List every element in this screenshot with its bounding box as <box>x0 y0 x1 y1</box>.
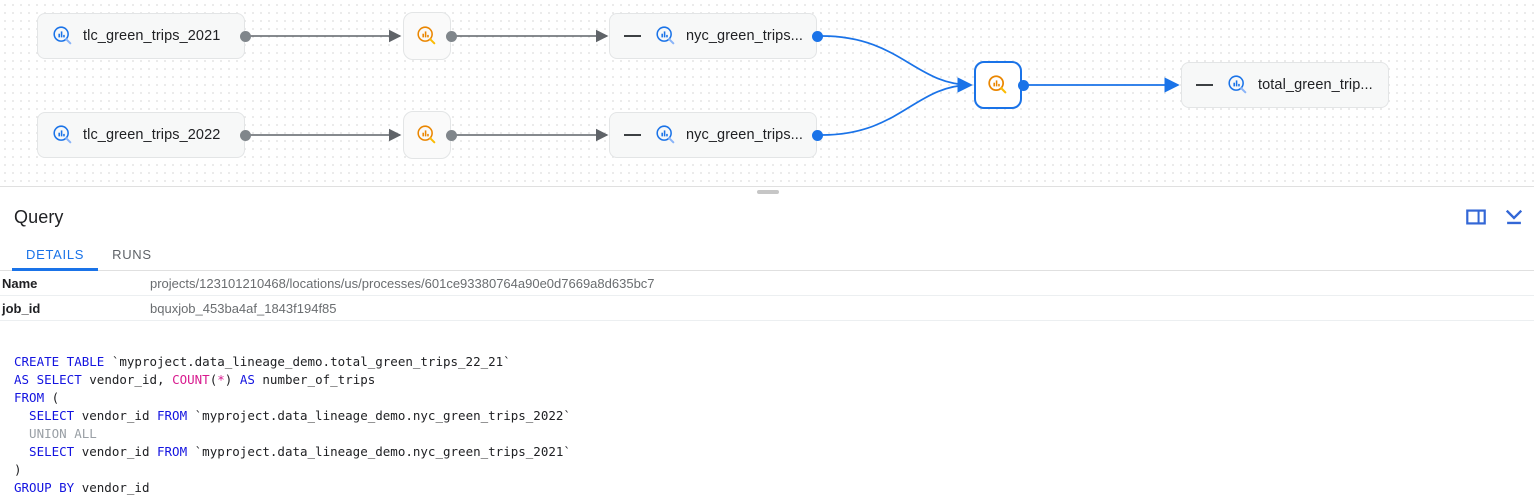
details-table: Name projects/123101210468/locations/us/… <box>0 271 1534 321</box>
collapse-panel-icon[interactable] <box>1502 205 1526 229</box>
sql-token: FROM <box>14 390 52 405</box>
collapse-toggle-icon[interactable] <box>1196 84 1213 86</box>
sql-token: `myproject.data_lineage_demo.total_green… <box>111 354 511 369</box>
node-tlc-green-trips-2021[interactable]: tlc_green_trips_2021 <box>37 13 245 59</box>
query-panel: Query DETAILS RUNS <box>0 195 1534 503</box>
sql-token: number_of_trips <box>262 372 376 387</box>
node-label: nyc_green_trips... <box>686 28 804 44</box>
bigquery-process-icon <box>417 125 436 144</box>
sql-token: ( <box>209 372 218 387</box>
collapse-toggle-icon[interactable] <box>624 35 641 37</box>
lineage-canvas[interactable]: tlc_green_trips_2021 nyc_gr <box>0 0 1534 186</box>
sql-token: AS <box>239 372 263 387</box>
bigquery-process-icon <box>988 75 1007 94</box>
node-label: tlc_green_trips_2021 <box>83 28 221 44</box>
node-label: total_green_trip... <box>1258 77 1373 93</box>
collapse-panel-glyph <box>1505 209 1523 225</box>
bigquery-table-icon <box>53 125 72 144</box>
panel-tabs: DETAILS RUNS <box>0 239 1534 271</box>
detail-key: Name <box>2 275 38 291</box>
sql-line: FROM ( <box>14 389 1534 407</box>
node-process-1[interactable] <box>403 12 451 60</box>
node-output-port[interactable] <box>812 130 823 141</box>
sql-line: UNION ALL <box>14 425 1534 443</box>
lineage-edges <box>250 29 1180 142</box>
sql-line: AS SELECT vendor_id, COUNT(*) AS number_… <box>14 371 1534 389</box>
sql-token: vendor_id <box>81 480 150 495</box>
sql-line: SELECT vendor_id FROM `myproject.data_li… <box>14 443 1534 461</box>
node-nyc-green-trips-2022[interactable]: nyc_green_trips... <box>609 112 817 158</box>
query-panel-header: Query <box>0 195 1534 239</box>
side-panel-glyph <box>1466 209 1486 225</box>
sql-line: GROUP BY vendor_id <box>14 479 1534 497</box>
sql-token: SELECT <box>14 408 82 423</box>
sql-token: AS SELECT <box>14 372 90 387</box>
drag-handle[interactable] <box>757 190 779 194</box>
bigquery-table-icon <box>1228 75 1247 94</box>
table-row: job_id bquxjob_453ba4af_1843f194f85 <box>0 296 1534 321</box>
panel-splitter[interactable] <box>0 186 1534 196</box>
header-actions <box>1464 195 1526 239</box>
sql-token: ) <box>14 462 22 477</box>
node-output-port[interactable] <box>446 130 457 141</box>
node-output-port[interactable] <box>812 31 823 42</box>
detail-value: projects/123101210468/locations/us/proce… <box>150 275 655 291</box>
page-title: Query <box>14 206 64 227</box>
detail-key: job_id <box>2 300 41 316</box>
side-panel-icon[interactable] <box>1464 205 1488 229</box>
bigquery-table-icon <box>656 26 675 45</box>
node-output-port[interactable] <box>446 31 457 42</box>
sql-token: ( <box>51 390 60 405</box>
bigquery-process-icon <box>417 26 436 45</box>
sql-line: SELECT vendor_id FROM `myproject.data_li… <box>14 407 1534 425</box>
sql-token: FROM <box>157 444 195 459</box>
sql-token: vendor_id <box>81 408 157 423</box>
sql-token: `myproject.data_lineage_demo.nyc_green_t… <box>194 408 571 423</box>
tab-details[interactable]: DETAILS <box>12 247 99 271</box>
sql-token: ) <box>224 372 240 387</box>
sql-token: SELECT <box>14 444 82 459</box>
sql-line: ) <box>14 461 1534 479</box>
sql-token: `myproject.data_lineage_demo.nyc_green_t… <box>194 444 571 459</box>
sql-token: CREATE TABLE <box>14 354 112 369</box>
sql-token: COUNT <box>172 372 210 387</box>
bigquery-table-icon <box>656 125 675 144</box>
sql-token: vendor_id <box>81 444 157 459</box>
sql-token: UNION ALL <box>14 426 97 441</box>
sql-code-block[interactable]: CREATE TABLE `myproject.data_lineage_dem… <box>0 345 1534 497</box>
node-output-port[interactable] <box>240 31 251 42</box>
tab-runs[interactable]: RUNS <box>112 247 152 262</box>
node-output-port[interactable] <box>1018 80 1029 91</box>
sql-line: CREATE TABLE `myproject.data_lineage_dem… <box>14 353 1534 371</box>
node-total-green-trips[interactable]: total_green_trip... <box>1181 62 1389 108</box>
bigquery-table-icon <box>53 26 72 45</box>
node-output-port[interactable] <box>240 130 251 141</box>
sql-token: GROUP BY <box>14 480 82 495</box>
detail-value: bquxjob_453ba4af_1843f194f85 <box>150 300 337 316</box>
collapse-toggle-icon[interactable] <box>624 134 641 136</box>
node-tlc-green-trips-2022[interactable]: tlc_green_trips_2022 <box>37 112 245 158</box>
node-process-2[interactable] <box>403 111 451 159</box>
node-label: tlc_green_trips_2022 <box>83 127 221 143</box>
sql-token: vendor_id, <box>89 372 173 387</box>
sql-token: * <box>217 372 225 387</box>
table-row: Name projects/123101210468/locations/us/… <box>0 271 1534 296</box>
node-process-selected[interactable] <box>974 61 1022 109</box>
node-nyc-green-trips-2021[interactable]: nyc_green_trips... <box>609 13 817 59</box>
node-label: nyc_green_trips... <box>686 127 804 143</box>
sql-token: FROM <box>157 408 195 423</box>
